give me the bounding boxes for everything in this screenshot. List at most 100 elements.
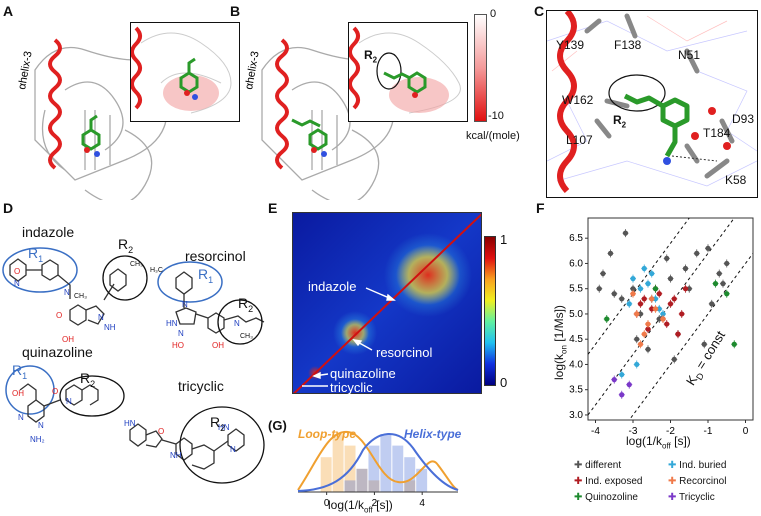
helix-type-bar	[344, 480, 356, 492]
helix-type-bar	[356, 468, 368, 492]
svg-text:N: N	[14, 279, 20, 288]
legend-helix-type: Helix-type	[404, 427, 462, 441]
scatter-point	[663, 320, 670, 329]
r2-label-c: R2	[613, 113, 627, 130]
legend-item-quinozoline: ✚ Quinozoline	[574, 492, 638, 503]
helix-type-bar	[380, 434, 392, 492]
r2-indazole: R2	[118, 236, 134, 255]
panel-letter-e: E	[268, 200, 278, 216]
heatmap-label-quinazoline: quinazoline	[330, 366, 396, 381]
scatter-point	[641, 294, 648, 303]
scatter-point	[648, 269, 655, 278]
scatter-point	[637, 340, 644, 349]
colorbar-energy-unit: kcal/(mole)	[466, 130, 520, 142]
legend-item-recorcinol: ✚ Recorcinol	[668, 476, 727, 487]
svg-text:N: N	[230, 445, 236, 454]
colorbar-energy-bottom: -10	[488, 110, 504, 122]
svg-text:N: N	[98, 313, 104, 322]
scatter-point	[660, 315, 666, 323]
class-indazole: indazole	[22, 224, 75, 240]
y-tick-label: 6.0	[569, 258, 583, 269]
y-tick-label: 5.5	[569, 284, 583, 295]
svg-text:OH: OH	[212, 341, 224, 350]
residue-k58: K58	[725, 173, 747, 187]
scatter-point	[656, 289, 663, 298]
kd-const-line	[588, 218, 735, 416]
y-tick-label: 3.0	[569, 410, 583, 421]
scatter-legend: ✚ different ✚ Ind. buried ✚ Ind. exposed…	[574, 460, 761, 516]
loop-type-bar	[356, 468, 368, 492]
helix-label-a: αhelix-3	[16, 50, 35, 90]
hist-x-tick-label: 0	[324, 498, 330, 509]
legend-item-ind-buried: ✚ Ind. buried	[668, 460, 727, 471]
y-tick-label: 5.0	[569, 309, 583, 320]
r1-resorcinol: R1	[198, 266, 214, 285]
scatter-point	[596, 284, 603, 293]
scatter-point	[618, 370, 625, 379]
svg-text:N: N	[64, 288, 70, 297]
residue-f138: F138	[614, 38, 642, 52]
panel-letter-b: B	[230, 3, 241, 19]
panel-letter-g: (G)	[268, 418, 287, 433]
scatter-point	[633, 309, 640, 318]
kd-const-line	[588, 218, 690, 355]
scatter-point	[682, 284, 689, 293]
scatter-point	[630, 289, 636, 298]
svg-text:N: N	[66, 397, 72, 406]
active-site-panel	[546, 10, 758, 198]
y-tick-label: 3.5	[569, 385, 583, 396]
zoom-box-b	[348, 22, 468, 122]
helix-type-bar	[392, 445, 404, 492]
r2-tricyclic: R2	[210, 414, 226, 433]
class-resorcinol: resorcinol	[185, 248, 246, 264]
scatter-point	[671, 294, 678, 303]
scatter-xlabel: log(1/koff [s])	[626, 434, 691, 451]
svg-text:H₃C: H₃C	[150, 267, 163, 274]
scatter-ylabel: log(kon [1/Ms])	[552, 305, 569, 380]
r2-quinazoline: R2	[80, 370, 96, 389]
scatter-point	[645, 345, 651, 354]
scatter-point	[622, 229, 629, 238]
scatter-point	[630, 274, 636, 283]
panel-letter-d: D	[3, 200, 14, 216]
loop-type-density	[297, 430, 459, 491]
residue-n51: N51	[678, 48, 701, 62]
scatter-point	[645, 320, 651, 329]
svg-text:HN: HN	[218, 423, 230, 432]
scatter-point	[716, 269, 723, 278]
svg-text:CH₃: CH₃	[74, 293, 87, 300]
class-quinazoline: quinazoline	[22, 344, 93, 360]
legend-item-different: ✚ different	[574, 460, 622, 471]
svg-text:HN: HN	[166, 319, 178, 328]
scatter-point	[701, 340, 708, 349]
scatter-point	[633, 335, 640, 344]
svg-text:NH: NH	[104, 323, 116, 332]
panel-letter-f: F	[536, 200, 545, 216]
scatter-point	[652, 284, 659, 293]
scatter-point	[671, 355, 678, 364]
svg-text:N: N	[178, 329, 184, 338]
loop-type-bar	[368, 480, 380, 492]
colorbar-similarity-bottom: 0	[500, 375, 508, 390]
scatter-point	[637, 284, 644, 293]
x-tick-label: -1	[704, 426, 713, 437]
svg-text:NH: NH	[170, 451, 182, 460]
svg-text:HO: HO	[172, 341, 184, 350]
x-tick-label: -4	[591, 426, 600, 437]
svg-text:N: N	[182, 300, 188, 309]
svg-text:N: N	[234, 319, 240, 328]
scatter-frame	[587, 217, 754, 421]
scatter-point	[618, 294, 625, 303]
helix-label-b: αhelix-3	[243, 50, 262, 90]
class-tricyclic: tricyclic	[178, 378, 224, 394]
legend-loop-type: Loop-type	[298, 427, 356, 441]
loop-type-bar	[320, 457, 332, 492]
scatter-point	[705, 244, 711, 253]
similarity-heatmap	[292, 212, 482, 394]
scatter-point	[731, 340, 738, 349]
scatter-point	[626, 299, 633, 308]
hist-x-tick-label: 2	[372, 498, 378, 509]
scatter-point	[720, 279, 726, 288]
